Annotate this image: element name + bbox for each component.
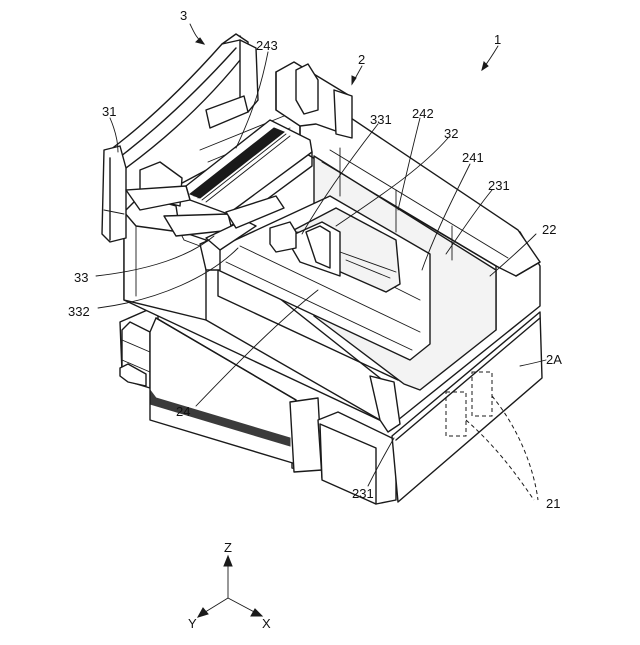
label-rear-wall: 22	[542, 222, 556, 237]
y-axis-arrow-icon	[198, 608, 208, 617]
coordinate-axes: Z X Y	[188, 540, 271, 631]
label-terminals: 21	[546, 496, 560, 511]
label-housing: 2	[358, 52, 365, 67]
label-housing-lower: 2A	[546, 352, 562, 367]
axis-label-z: Z	[224, 540, 232, 555]
label-lever-arm: 32	[444, 126, 458, 141]
z-axis-arrow-icon	[224, 556, 232, 566]
label-guide-slot: 243	[256, 38, 278, 53]
label-lever-grip: 31	[102, 104, 116, 119]
label-lever: 3	[180, 8, 187, 23]
label-assembly: 1	[494, 32, 501, 47]
x-axis-arrow-icon	[251, 609, 262, 616]
label-slider-groove: 24	[176, 404, 190, 419]
axis-label-x: X	[262, 616, 271, 631]
label-lever-hook-base: 332	[68, 304, 90, 319]
axis-label-y: Y	[188, 616, 197, 631]
label-lever-hook: 33	[74, 270, 88, 285]
label-guide-step: 242	[412, 106, 434, 121]
label-guide-face: 241	[462, 150, 484, 165]
label-side-rail-bottom: 231	[352, 486, 374, 501]
label-side-rail: 231	[488, 178, 510, 193]
label-lever-hook-tip: 331	[370, 112, 392, 127]
